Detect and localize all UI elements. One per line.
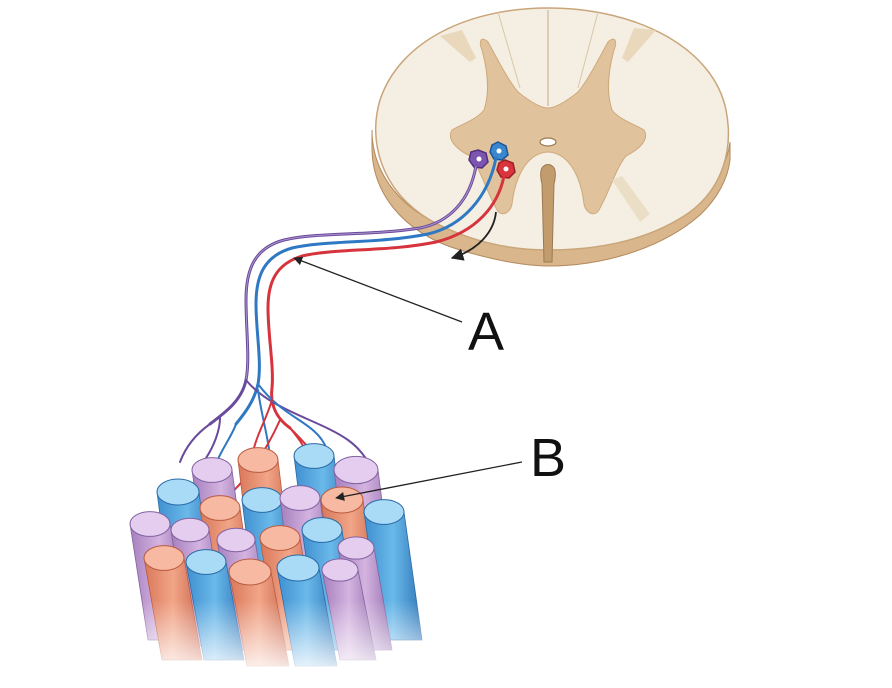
muscle-fiber-end <box>185 549 227 575</box>
neuron-nucleus <box>503 166 509 172</box>
muscle-fiber-end <box>216 527 256 553</box>
muscle-fiber-end <box>333 455 379 485</box>
muscle-fiber-end <box>301 517 343 543</box>
muscle-fiber-end <box>259 525 301 551</box>
muscle-fiber-end <box>321 558 359 582</box>
muscle-fiber-end <box>279 485 321 511</box>
axon-red <box>266 174 506 430</box>
label-b: B <box>530 428 566 488</box>
central-canal <box>539 137 557 147</box>
muscle-fiber-end <box>276 554 320 582</box>
label-a: A <box>468 302 504 362</box>
muscle-fiber-end <box>191 457 233 483</box>
muscle-fiber-end <box>363 499 405 525</box>
bottom-fade <box>120 600 440 680</box>
muscle-fiber-end <box>170 517 210 543</box>
axon-branch <box>179 423 211 463</box>
muscle-fiber-end <box>293 443 335 469</box>
anterior-median-fissure <box>540 164 556 263</box>
axon-branch <box>253 399 273 449</box>
motor-neurons <box>468 141 516 179</box>
dorsal-root-fan-right <box>622 28 656 62</box>
muscle-fiber-end <box>237 447 279 473</box>
muscle-fiber-end <box>143 545 185 571</box>
muscle-fiber-end <box>156 478 200 506</box>
posterior-intermediate-sulcus-right <box>577 11 599 89</box>
muscle-fiber-end <box>337 536 375 560</box>
axon-branch <box>205 417 221 459</box>
arrow-head-icon <box>450 211 497 261</box>
dorsal-root-fan-left <box>440 30 476 62</box>
muscle-fiber-end <box>320 486 364 514</box>
posterior-intermediate-sulcus-left <box>497 11 521 89</box>
ventral-root-fan-right <box>612 176 650 222</box>
muscle-fiber-end <box>199 495 241 521</box>
neuron-nucleus <box>496 148 502 154</box>
muscle-fiber-end <box>228 558 272 586</box>
neuron-nucleus <box>476 156 482 162</box>
nerve-axons <box>179 156 506 501</box>
label-a-leader-line <box>293 256 463 323</box>
muscle-fiber-end <box>129 511 171 537</box>
label-b-leader-line <box>335 461 523 501</box>
muscle-fiber-end <box>241 487 283 513</box>
